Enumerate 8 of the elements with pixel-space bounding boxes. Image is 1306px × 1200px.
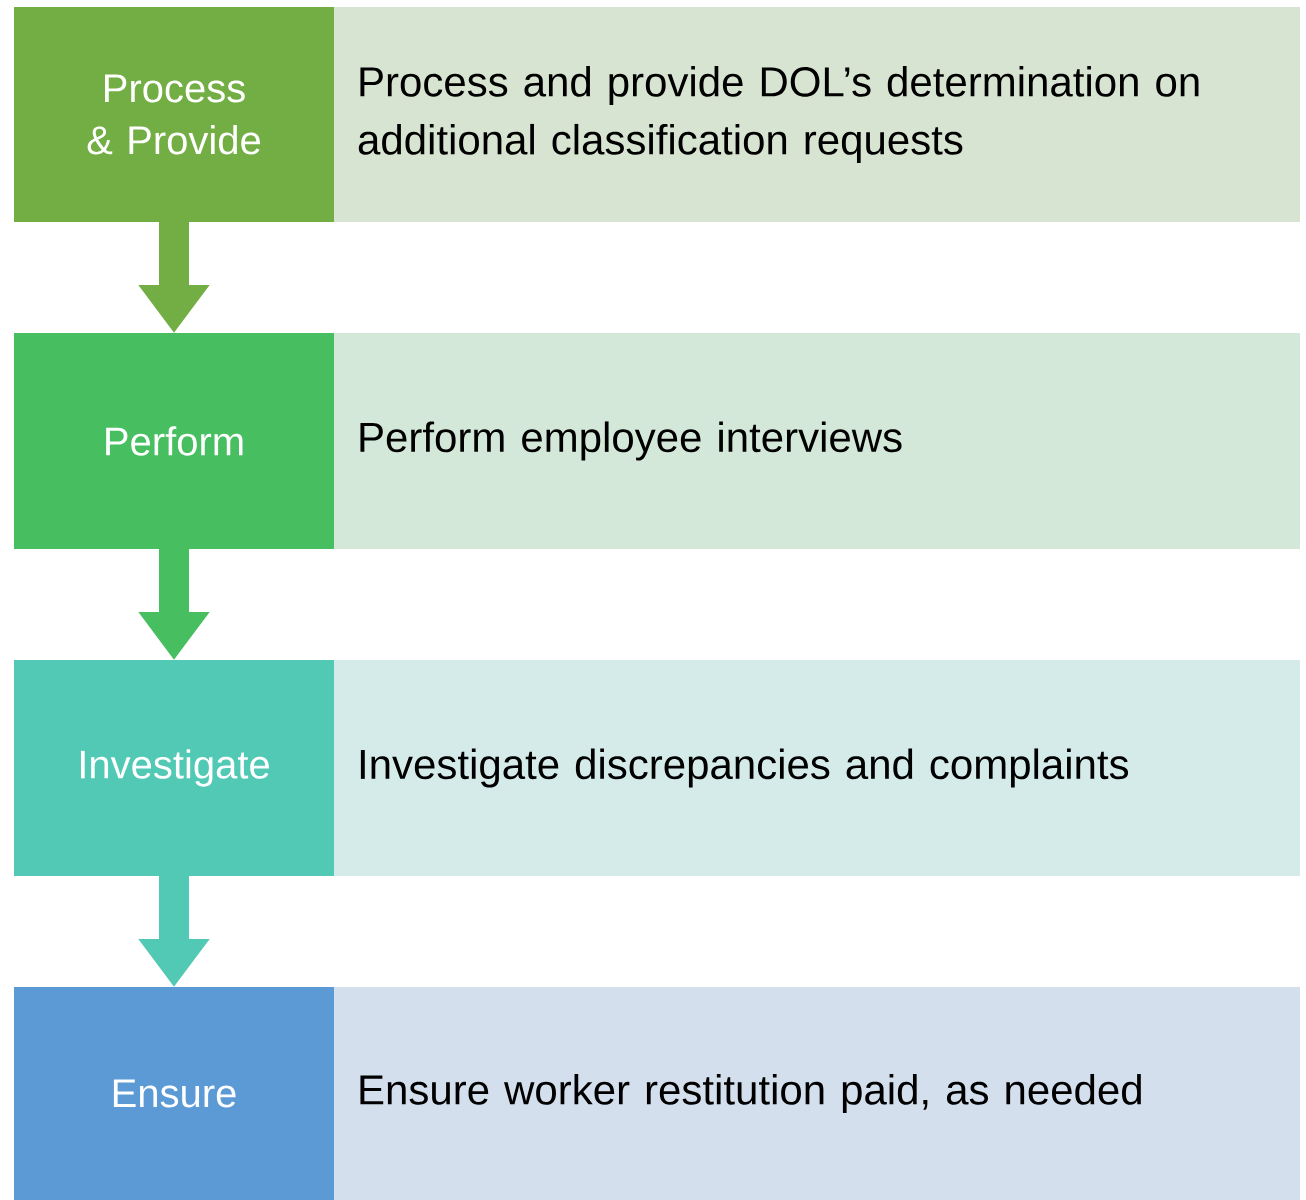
- description-box: Process and provide DOL’s determination on additional classification requests: [334, 7, 1300, 222]
- description-box: Ensure worker restitution paid, as needed: [334, 987, 1300, 1200]
- step-box: Investigate: [14, 660, 334, 876]
- step-box: Process & Provide: [14, 7, 334, 222]
- description-box: Perform employee interviews: [334, 333, 1300, 549]
- step-box: Ensure: [14, 987, 334, 1200]
- description-box: Investigate discrepancies and complaints: [334, 660, 1300, 876]
- step-box: Perform: [14, 333, 334, 549]
